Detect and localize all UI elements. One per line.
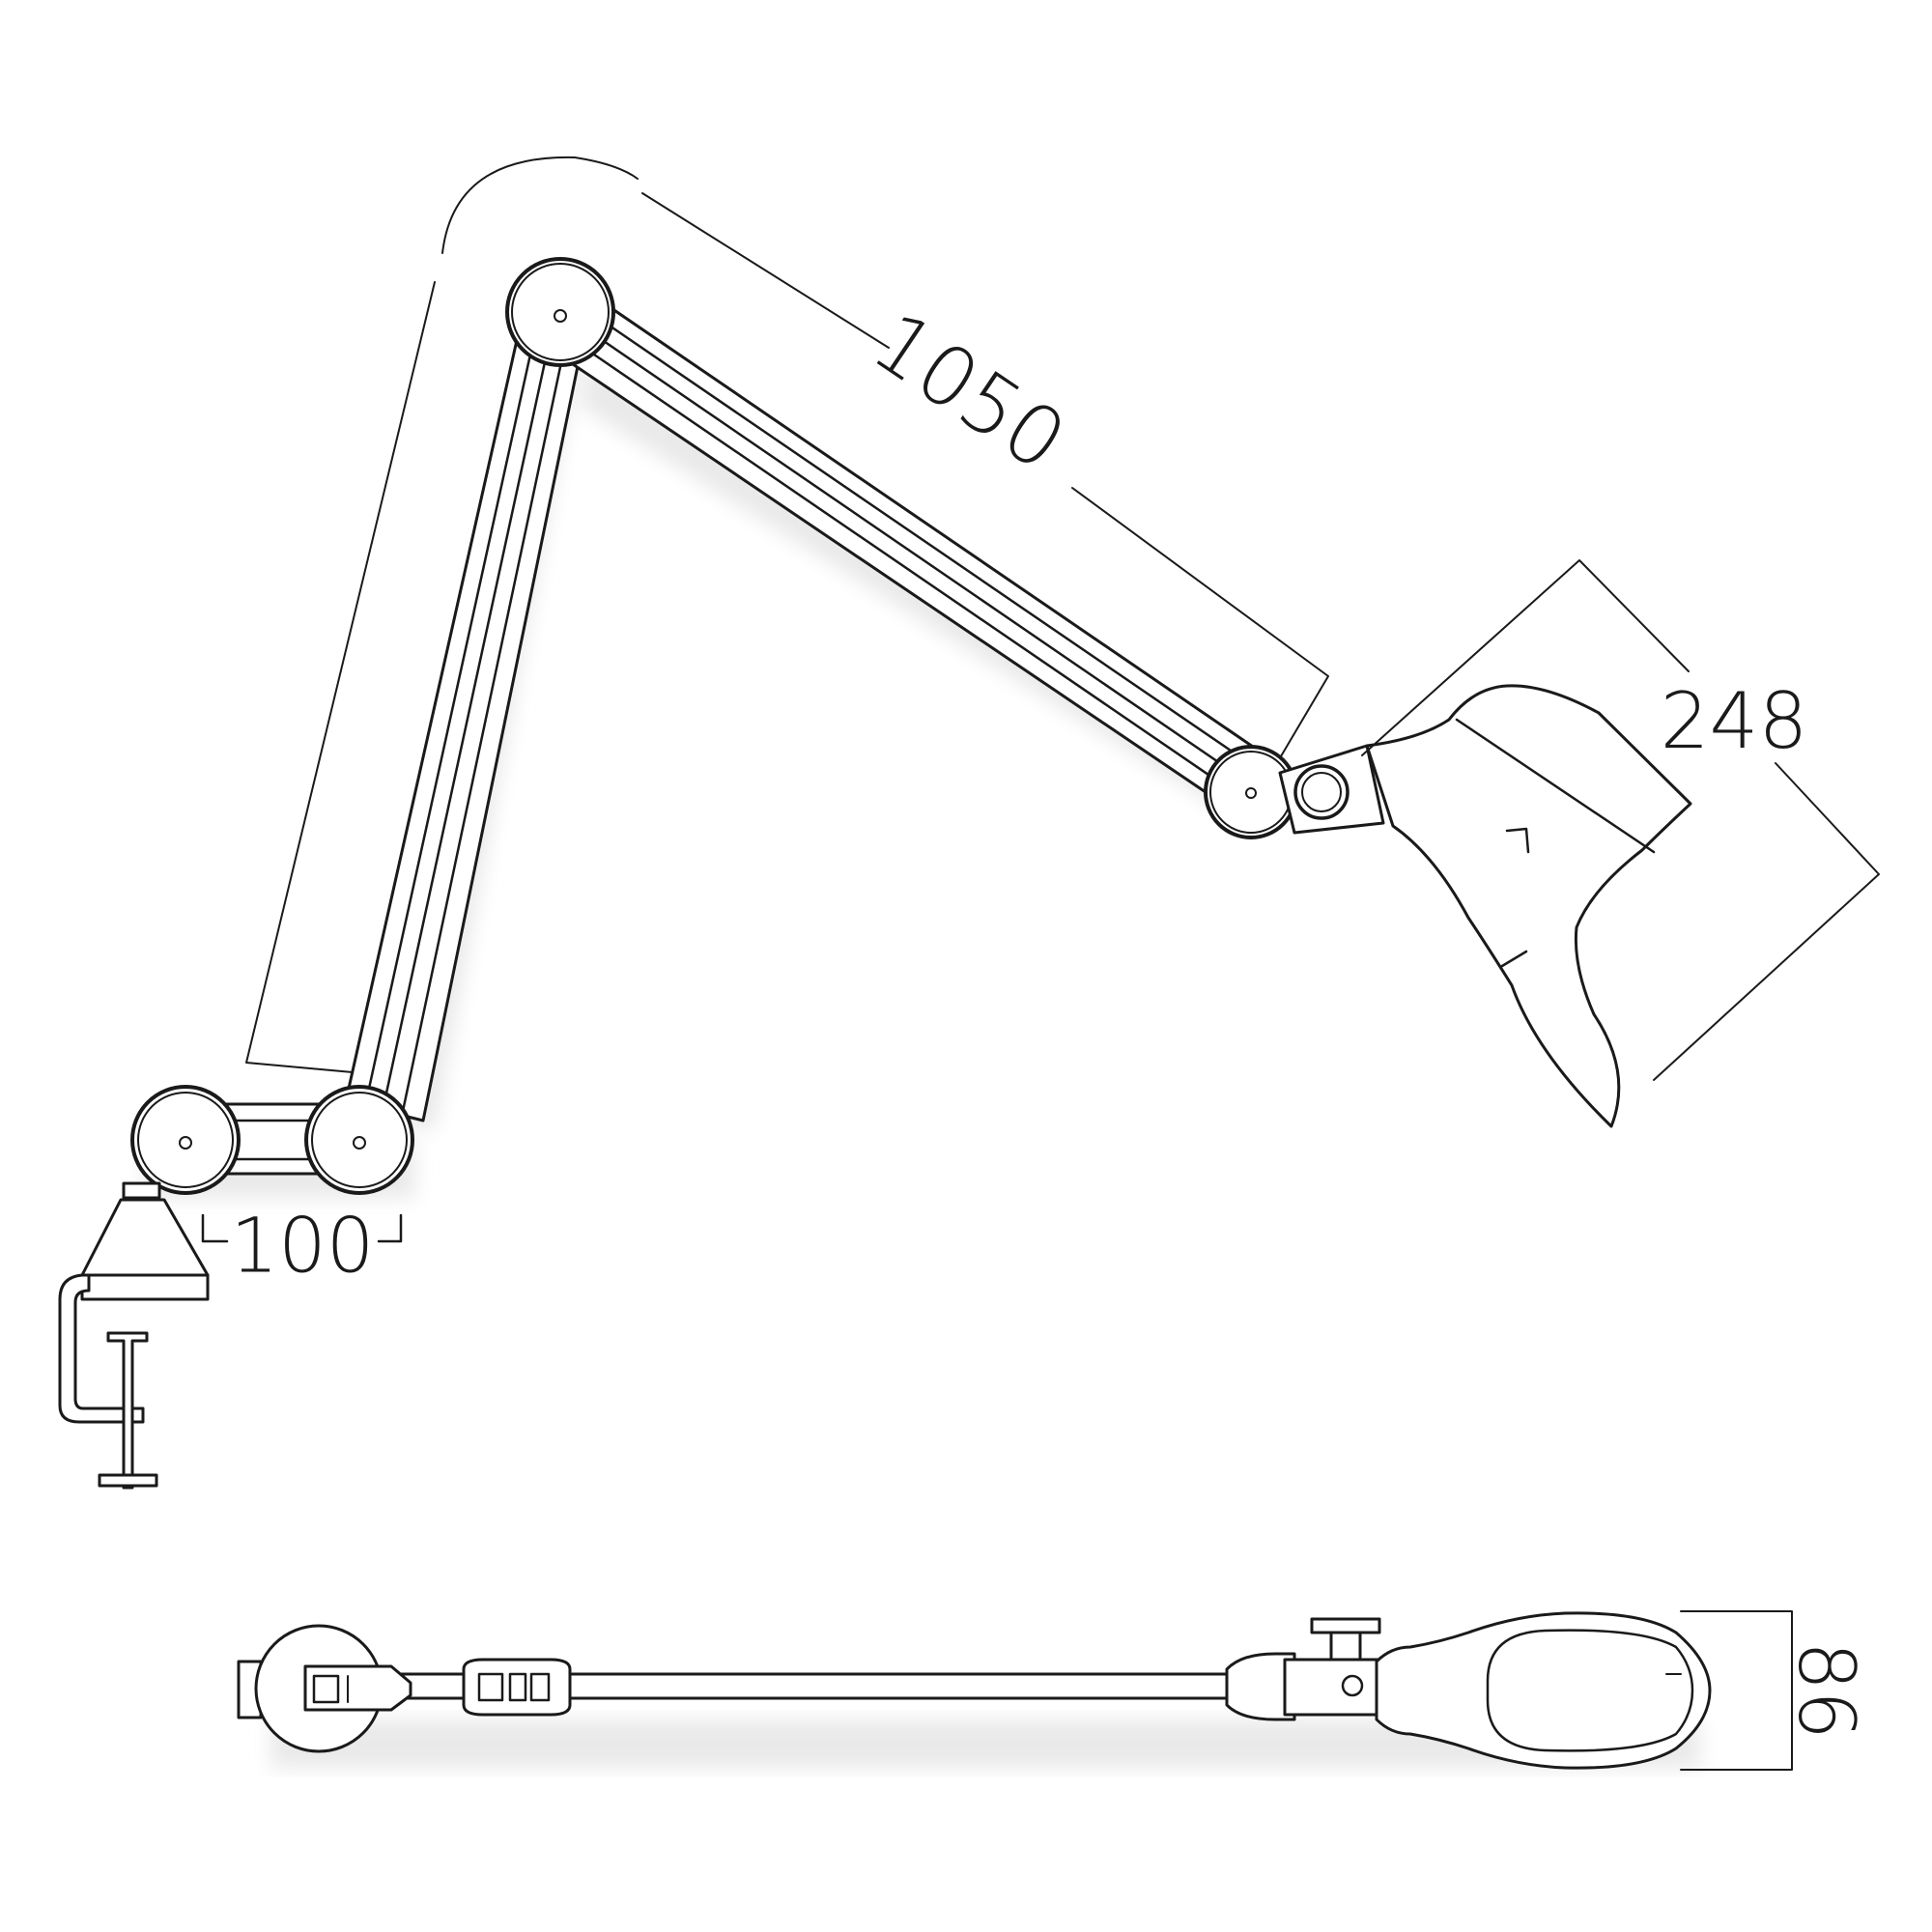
pivot-joint-icon[interactable] xyxy=(505,257,615,367)
top-view: 86 xyxy=(237,1610,1871,1771)
lower-arm[interactable] xyxy=(344,317,586,1122)
top-head-joint xyxy=(1225,1617,1383,1721)
head-width-dimension: 86 xyxy=(1680,1610,1871,1771)
head-length-label: 248 xyxy=(1661,676,1808,766)
top-shadows xyxy=(270,1719,1700,1768)
arm-reach-label: 1050 xyxy=(855,294,1082,490)
base-spacing-label: 100 xyxy=(231,1204,375,1291)
head-length-dimension: 248 xyxy=(1361,559,1880,1081)
head-bracket xyxy=(1278,744,1385,835)
upper-arm[interactable] xyxy=(568,288,1258,818)
head-width-label: 86 xyxy=(1781,1641,1871,1740)
pivot-joint-icon[interactable] xyxy=(130,1085,241,1195)
lamp-head[interactable] xyxy=(1365,684,1692,1128)
top-lamp-head xyxy=(1375,1611,1712,1770)
top-arm-bar xyxy=(317,1672,1238,1700)
side-view: 1050 248 100 xyxy=(58,156,1880,1490)
base-spacing-dimension: 100 xyxy=(201,1204,403,1291)
reach-dimension-outline xyxy=(245,156,1329,1073)
pivot-joint-icon[interactable] xyxy=(1204,745,1298,839)
top-mid-clip xyxy=(462,1658,572,1717)
pivot-joint-icon[interactable] xyxy=(304,1085,414,1195)
desk-clamp-icon xyxy=(58,1181,210,1490)
top-base-disc xyxy=(237,1624,412,1753)
